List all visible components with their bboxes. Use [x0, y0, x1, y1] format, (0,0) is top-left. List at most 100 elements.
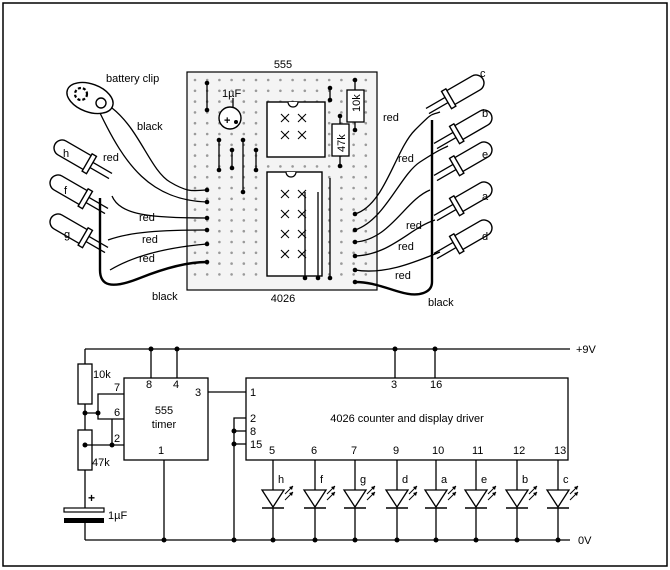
- led-h: [53, 139, 113, 180]
- timer-pin-2: 2: [114, 433, 120, 445]
- wire-label-red-g: red: [139, 253, 155, 265]
- led-g: [49, 213, 109, 254]
- cap-label: 1µF: [108, 510, 127, 522]
- seg-label-e: e: [481, 474, 487, 486]
- wire-label-red-battery: red: [103, 152, 119, 164]
- wire-label-red-b: red: [398, 153, 414, 165]
- board-link-dots: [204, 77, 358, 281]
- seg-pin-11: 11: [472, 445, 483, 457]
- board-res-10k-label: 10k: [351, 94, 363, 112]
- board-capacitor: + 1µF: [218, 88, 242, 130]
- led-g-label: g: [64, 229, 70, 241]
- wire-label-red-c: red: [383, 112, 399, 124]
- chip-555: [266, 101, 326, 158]
- wire-g: [109, 243, 208, 271]
- board-cap-label: 1µF: [222, 88, 241, 100]
- capacitor-plate-minus: [64, 518, 104, 523]
- led-b: [433, 109, 493, 150]
- counter-pin-16: 16: [430, 379, 442, 391]
- led-a-label: a: [482, 191, 489, 203]
- board-resistor-47k: 47k: [331, 116, 350, 166]
- seg-pin-12: 12: [513, 445, 525, 457]
- wire-a: [354, 219, 436, 257]
- wire-label-red-d: red: [395, 270, 411, 282]
- seg-label-f: f: [320, 474, 324, 486]
- counter-pin-1: 1: [250, 387, 256, 399]
- left-leds: h f g: [49, 139, 113, 254]
- seg-pin-10: 10: [432, 445, 444, 457]
- chip-label-555: 555: [274, 59, 292, 71]
- timer-pin-4: 4: [173, 379, 179, 391]
- seg-pin-7: 7: [351, 445, 357, 457]
- battery-black-wire: [111, 107, 208, 192]
- led-b-label: b: [482, 108, 488, 120]
- led-e-label: e: [482, 149, 488, 161]
- seg-label-g: g: [360, 474, 366, 486]
- seg-led-g: 7g: [342, 445, 376, 543]
- chip-4026: [266, 171, 323, 277]
- res-47k-label: 47k: [92, 457, 110, 469]
- timer-pin-7: 7: [114, 382, 120, 394]
- led-f: [49, 174, 109, 215]
- wire-f: [107, 229, 208, 241]
- seg-label-h: h: [278, 474, 284, 486]
- battery-clip-label: battery clip: [106, 73, 159, 85]
- counter-pin-3: 3: [391, 379, 397, 391]
- seg-led-a: 10a: [423, 445, 457, 543]
- right-black-wire: [354, 120, 434, 296]
- seg-led-f: 6f: [302, 445, 336, 543]
- seg-pin-9: 9: [393, 445, 399, 457]
- rail-9v-label: +9V: [576, 344, 597, 356]
- seg-pin-6: 6: [311, 445, 317, 457]
- seg-pin-13: 13: [554, 445, 566, 457]
- counter-pin-2: 2: [250, 413, 256, 425]
- board-links: [206, 83, 331, 278]
- capacitor-plate-plus: [63, 507, 105, 513]
- led-f-label: f: [64, 185, 68, 197]
- led-h-label: h: [63, 148, 69, 160]
- seg-led-b: 12b: [504, 445, 538, 543]
- counter-name: 4026 counter and display driver: [330, 413, 484, 425]
- led-d: [433, 219, 493, 260]
- counter-pin-15: 15: [250, 439, 262, 451]
- battery-red-wire: [99, 112, 208, 203]
- wire-e: [354, 189, 431, 243]
- wire-h: [111, 195, 208, 219]
- led-e: [433, 141, 493, 182]
- resistor-10k: [77, 363, 93, 405]
- counter-4026: [245, 377, 569, 461]
- stripboard-layout: 555 4026: [49, 59, 493, 309]
- wire-label-black-left: black: [152, 291, 178, 303]
- battery-clip: battery clip: [66, 73, 159, 115]
- svg-text:+: +: [224, 115, 230, 127]
- seg-led-c: 13 c: [545, 445, 579, 543]
- timer-pin-3: 3: [195, 387, 201, 399]
- seg-label-d: d: [402, 474, 408, 486]
- timer-555: [123, 377, 209, 461]
- svg-text:+: +: [88, 491, 95, 505]
- wire-label-red-f: red: [142, 234, 158, 246]
- seg-pin-5: 5: [269, 445, 275, 457]
- resistor-47k: [77, 429, 93, 471]
- timer-pin-8: 8: [146, 379, 152, 391]
- board-resistor-10k: 10k: [346, 80, 365, 130]
- schematic: +9V 0V 10k 47k + 1µF 555 timer 8 4 7 6: [63, 344, 597, 547]
- board-res-47k-label: 47k: [336, 134, 348, 152]
- counter-pin-8: 8: [250, 426, 256, 438]
- timer-pin-1: 1: [158, 445, 164, 457]
- timer-name-2: timer: [152, 419, 177, 431]
- led-a: [433, 181, 493, 222]
- wire-b: [354, 145, 449, 231]
- wire-label-black-right: black: [428, 297, 454, 309]
- timer-pin-6: 6: [114, 407, 120, 419]
- seg-label-c: c: [563, 474, 569, 486]
- wire-c: [354, 111, 441, 215]
- chip-label-4026: 4026: [271, 293, 295, 305]
- wire-label-red-a: red: [398, 241, 414, 253]
- seg-led-h: 5h: [260, 445, 294, 543]
- seg-led-e: 11 e: [463, 445, 497, 543]
